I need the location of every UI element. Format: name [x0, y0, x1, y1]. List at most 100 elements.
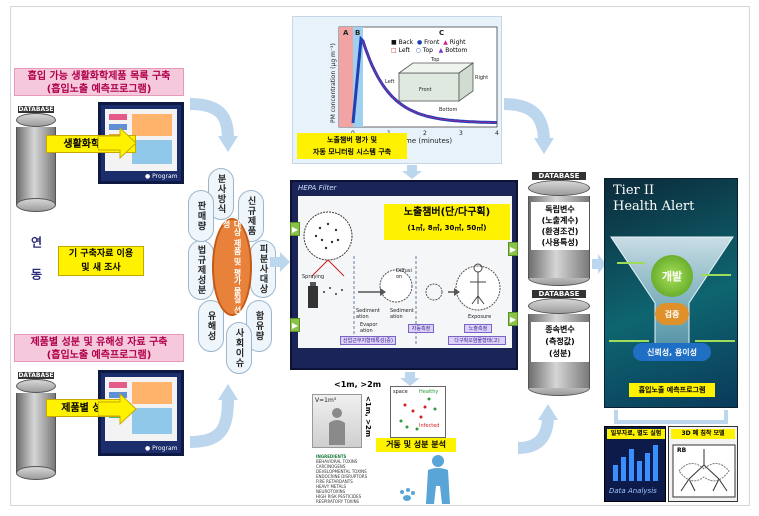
- x-tick-label: 4: [495, 130, 499, 137]
- screen-bar: [109, 124, 127, 130]
- legend-left: Left: [398, 47, 410, 54]
- chart-caption-line2: 자동 모니터링 시스템 구축: [312, 148, 392, 156]
- x-tick-label: 2: [423, 130, 427, 137]
- diagram-frame: [10, 6, 750, 506]
- ingredient-item: DEVELOPMENTAL TOXINS: [316, 469, 367, 474]
- legend-bottom: Bottom: [445, 47, 468, 54]
- x-tick-label: 3: [459, 130, 463, 137]
- ingredient-item: FIRE RETARDANTS: [316, 479, 353, 484]
- ingredient-item: BEHAVIORAL TOXINS: [316, 459, 358, 464]
- db-label: DATABASE: [532, 290, 586, 298]
- bottom-left-banner: 제품별 성분 및 유해성 자료 구축 (흡입노출 예측프로그램): [14, 334, 184, 362]
- region-label: B: [355, 29, 360, 37]
- db-base: [16, 466, 56, 480]
- box-face-label: Bottom: [439, 107, 457, 113]
- chamber-headline: 노출챔버(단/다구획): [403, 207, 491, 218]
- screen-panel: [132, 408, 172, 434]
- infection-scatter: [399, 397, 437, 431]
- region-label: C: [439, 29, 444, 37]
- pm-concentration-chart: ABC01234Time (minutes)PM concentration (…: [330, 26, 499, 145]
- link-vertical-label: 연 동: [29, 236, 43, 289]
- box-face-label: Left: [385, 79, 394, 85]
- db-line: (성분): [548, 349, 572, 358]
- independent-variable-text: 독립변수 (노출계수) (환경조건) (사용특성): [531, 202, 589, 250]
- box-face-label: Top: [430, 57, 439, 63]
- program-bar: 흡입노출 예측프로그램: [629, 383, 715, 397]
- independent-variable-database: DATABASE 독립변수 (노출계수) (환경조건) (사용특성): [528, 172, 590, 286]
- box-face-label: Right: [475, 75, 488, 81]
- dependent-variable-database: DATABASE 종속변수 (측정값) (성분): [528, 290, 590, 396]
- box-auto-measure: 자동측정: [408, 324, 434, 333]
- y-axis-label: PM concentration (μg m⁻³): [330, 43, 337, 123]
- db-cap: [528, 298, 590, 314]
- top-product-label-text: 생활화학제품: [63, 139, 119, 150]
- flower-to-chamber-arrow: [270, 252, 290, 272]
- behavior-analysis-panel: <1m, >2m V=1m³ <1m, >2m space Healthy In…: [306, 380, 520, 506]
- chamber-process-svg: [303, 211, 501, 346]
- top-left-banner-line1: 흡입 가능 생활화학제품 목록 구축: [27, 71, 171, 82]
- bottom-left-arrow: [98, 392, 137, 426]
- chamber-diagram-area: 노출챔버(단/다구획) (1㎥, 8㎥, 30㎥, 50㎥): [298, 196, 512, 348]
- db-base: [16, 198, 56, 212]
- petal-sales: 판매량: [188, 190, 214, 242]
- paw-print-icon: [400, 488, 415, 501]
- top-left-banner-line2: (흡입노출 예측프로그램): [46, 84, 152, 95]
- human-body-icon: [426, 455, 450, 504]
- label-diffusion: Diffusi on: [396, 268, 412, 280]
- petal-social-issue: 사회이슈: [226, 322, 252, 374]
- db-line: (환경조건): [541, 227, 579, 236]
- lung-model-graphic: [672, 444, 736, 498]
- data-analysis-footer: Data Analysis: [609, 487, 657, 495]
- middle-survey-label: 기 구축자료 이용 및 새 조사: [58, 246, 144, 276]
- middle-survey-line2: 및 새 조사: [81, 263, 121, 273]
- screen-panel: [132, 382, 172, 404]
- funnel-step-reliability: 신뢰성, 용이성: [633, 343, 711, 361]
- db-label: DATABASE: [532, 172, 586, 180]
- ingredient-item: CARCINOGENS: [316, 464, 346, 469]
- tier-title: Tier II: [613, 183, 655, 198]
- bottom-product-label-text: 제품별 성분: [61, 403, 111, 414]
- petal-new-product: 신규제품: [238, 190, 264, 242]
- top-left-arrow: [98, 126, 137, 160]
- experiment-label: 일부자료, 별도 실험: [607, 429, 665, 439]
- db-cap: [528, 180, 590, 196]
- ingredients-list: INGREDIENTS BEHAVIORAL TOXINS CARCINOGEN…: [316, 454, 406, 504]
- label-spraying: Spraying: [302, 274, 325, 280]
- ingredient-item: HIGH RISK PESTICIDES: [316, 494, 362, 499]
- funnel-step-develop: 개발: [651, 255, 693, 297]
- legend-front: Front: [424, 39, 440, 46]
- chart-to-chamber-arrow: [402, 165, 422, 179]
- funnel-step-verify: 검증: [655, 303, 689, 325]
- person-silhouette-icon: [329, 408, 345, 445]
- screen-bar: [109, 392, 127, 398]
- program-label: ● Program: [145, 445, 178, 452]
- plot-space: space: [393, 389, 408, 395]
- petal-regulated-ingredient: 법규제성분: [188, 240, 214, 300]
- petal-spray-target: 피분사대상: [250, 240, 276, 298]
- right-curve-arrows: [504, 98, 558, 454]
- flower-center: 대상 제품 및 평가 물질 선정: [212, 218, 252, 316]
- bottom-right-connector: [614, 410, 728, 424]
- top-left-database: DATABASE: [16, 106, 56, 212]
- db-line: (사용특성): [541, 238, 579, 247]
- tier-two-panel: Tier II Health Alert 개발 검증 신뢰성, 용이성 흡입노출…: [604, 178, 738, 408]
- label-exposure: Exposure: [468, 314, 492, 320]
- label-sedimentation-1: Sediment ation: [356, 308, 380, 320]
- dependent-variable-text: 종속변수 (측정값) (성분): [531, 322, 589, 362]
- ingredient-item: HEAVY METALS: [316, 484, 347, 489]
- db-cap: [16, 113, 56, 127]
- middle-survey-line1: 기 구축자료 이용: [68, 249, 134, 259]
- legend-back: Back: [398, 39, 414, 46]
- db-line: (측정값): [545, 337, 575, 346]
- lung-model-panel: 3D 폐 침착 모델 RB: [668, 426, 738, 502]
- chart-legend: ■ Back ● Front ▲ Right □ Left ○ Top ▲ Bo…: [391, 39, 468, 54]
- db-line: 종속변수: [545, 325, 575, 334]
- program-label-text: Program: [152, 445, 178, 452]
- chamber-box-side: [458, 62, 474, 102]
- region-label: A: [343, 29, 349, 37]
- program-label-text: Program: [152, 173, 178, 180]
- ingredient-item: NEUROTOXINS: [316, 489, 346, 494]
- ingredients-head: INGREDIENTS: [316, 454, 347, 459]
- ingredient-item: ENDOCRINE DISRUPTORS: [316, 474, 368, 479]
- lung-model-label: 3D 폐 침착 모델: [671, 429, 735, 439]
